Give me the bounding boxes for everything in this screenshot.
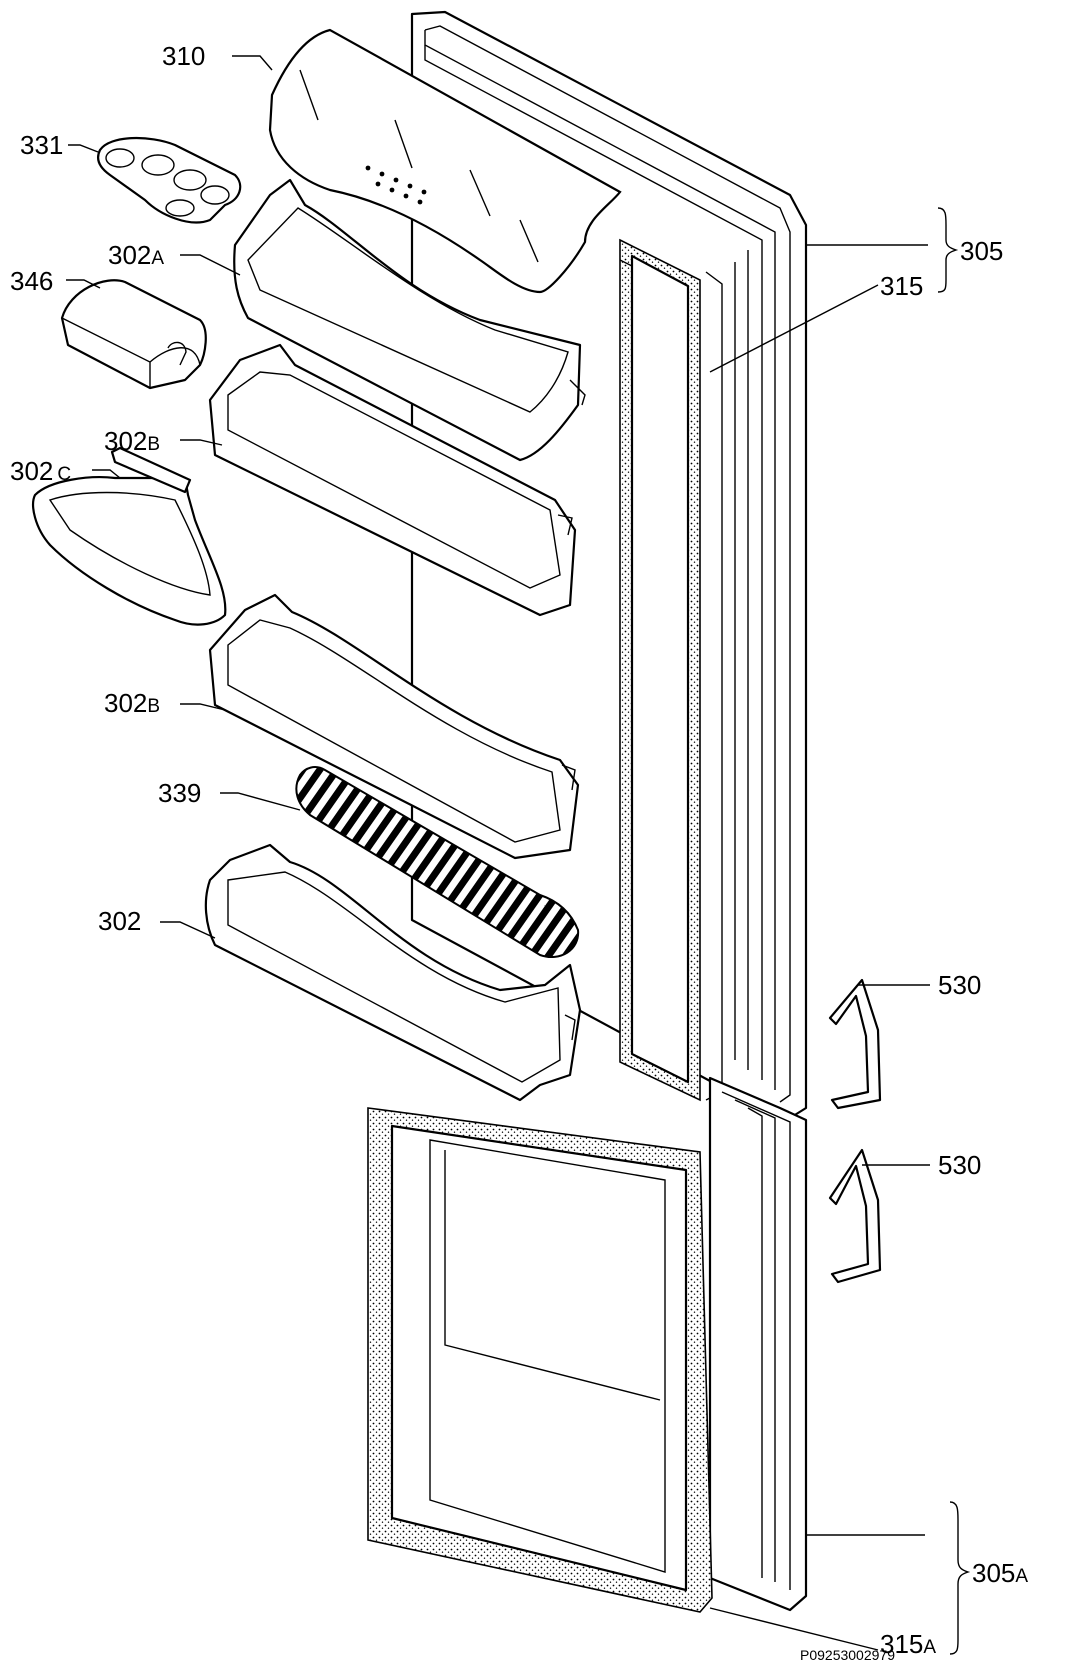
lower-door-305a <box>708 1076 808 1612</box>
label-302b-lower: 302B <box>104 688 160 718</box>
label-346: 346 <box>10 266 53 296</box>
handle-530-upper <box>828 978 882 1110</box>
label-302c-num: 302 <box>10 456 53 486</box>
upper-gasket-315 <box>619 238 723 1102</box>
label-305a-num: 305 <box>972 1558 1015 1588</box>
label-530-lower: 530 <box>938 1150 981 1180</box>
brace-305a <box>949 1501 971 1655</box>
striped-shelf-339 <box>295 766 580 958</box>
door-bin-302 <box>204 843 582 1102</box>
label-530-upper: 530 <box>938 970 981 1000</box>
label-315a: 315A <box>880 1629 936 1659</box>
label-302: 302 <box>98 906 141 936</box>
brace-305 <box>937 207 959 293</box>
vent-holes <box>365 165 427 205</box>
door-bin-302b-upper <box>208 343 577 617</box>
label-302b-upper-num: 302 <box>104 426 147 456</box>
label-302a: 302A <box>108 240 164 270</box>
bottle-holder-302c <box>32 446 227 626</box>
label-302b-lower-num: 302 <box>104 688 147 718</box>
label-302c-sub: C <box>57 464 71 485</box>
door-bin-302a <box>233 178 586 462</box>
label-305a-sub: A <box>1015 1566 1028 1587</box>
butter-dish-346 <box>60 279 207 390</box>
door-bin-302b-lower <box>208 593 580 860</box>
label-302a-sub: A <box>151 248 164 269</box>
label-302b-upper-sub: B <box>147 434 160 455</box>
egg-tray-331 <box>96 137 242 224</box>
label-315a-sub: A <box>923 1637 936 1658</box>
label-331: 331 <box>20 130 63 160</box>
label-302b-lower-sub: B <box>147 696 160 717</box>
shelf-cover-310 <box>268 28 622 294</box>
label-302b-upper: 302B <box>104 426 160 456</box>
label-339: 339 <box>158 778 201 808</box>
label-310: 310 <box>162 41 205 71</box>
lower-gasket-315a <box>367 1107 713 1613</box>
drawing-code: P09253002979 <box>800 1647 895 1663</box>
label-302a-num: 302 <box>108 240 151 270</box>
label-305: 305 <box>960 236 1003 266</box>
label-315: 315 <box>880 271 923 301</box>
label-305a: 305A <box>972 1558 1028 1588</box>
label-315a-num: 315 <box>880 1629 923 1659</box>
leader-lines <box>66 55 930 1651</box>
handle-530-lower <box>828 1148 882 1284</box>
